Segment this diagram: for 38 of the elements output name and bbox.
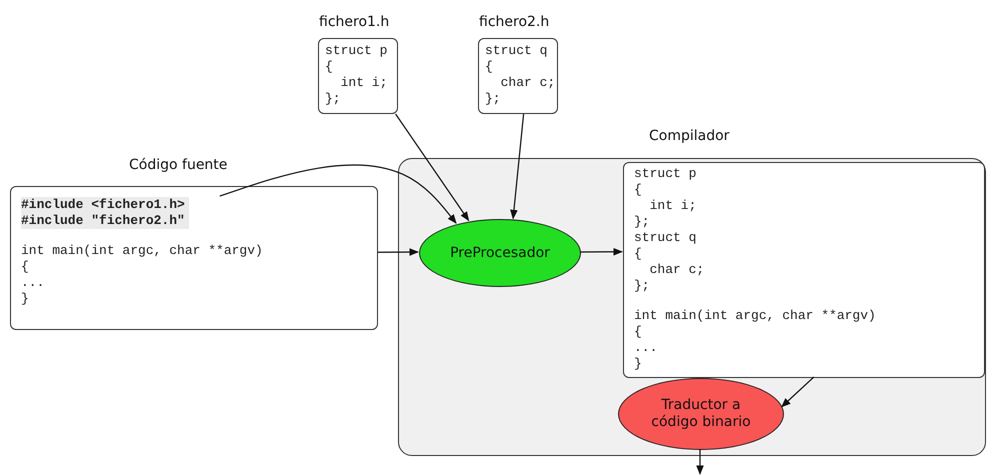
arrow <box>220 164 457 224</box>
code-line: { <box>21 259 29 275</box>
heading-label: Compilador <box>649 128 730 144</box>
arrow <box>395 114 470 222</box>
arrow <box>696 449 704 475</box>
code-line: struct p <box>634 166 696 182</box>
code-line: }; <box>325 91 341 107</box>
code-line: }; <box>485 91 501 107</box>
code-line: }; <box>634 278 650 294</box>
process-label: Traductor a código binario <box>650 397 752 431</box>
arrow <box>781 376 814 408</box>
heading-label: fichero2.h <box>479 14 550 30</box>
code-line: int main(int argc, char **argv) <box>634 308 876 324</box>
code-line: int main(int argc, char **argv) <box>21 243 263 259</box>
heading-label: Código fuente <box>129 157 228 173</box>
code-line: } <box>634 356 642 372</box>
code-box <box>623 162 985 378</box>
code-line: int i; <box>340 75 388 91</box>
code-line: ... <box>21 275 44 291</box>
code-line: struct q <box>634 230 696 246</box>
process-label: PreProcesador <box>450 244 550 262</box>
code-line: char c; <box>648 262 704 278</box>
arrow <box>580 248 623 256</box>
code-line: } <box>21 291 29 307</box>
code-line: { <box>485 59 493 75</box>
code-line: ... <box>634 340 658 356</box>
arrow <box>510 114 524 220</box>
code-line: { <box>634 324 642 340</box>
code-line: char c; <box>500 75 556 91</box>
code-line: { <box>634 246 642 262</box>
code-line: }; <box>634 214 650 230</box>
code-line: struct q <box>485 43 548 59</box>
arrow <box>378 248 419 256</box>
heading-label: fichero1.h <box>319 14 390 30</box>
code-line: { <box>634 182 642 198</box>
code-line: { <box>325 59 333 75</box>
code-line: struct p <box>325 43 388 59</box>
code-line: int i; <box>648 198 696 214</box>
